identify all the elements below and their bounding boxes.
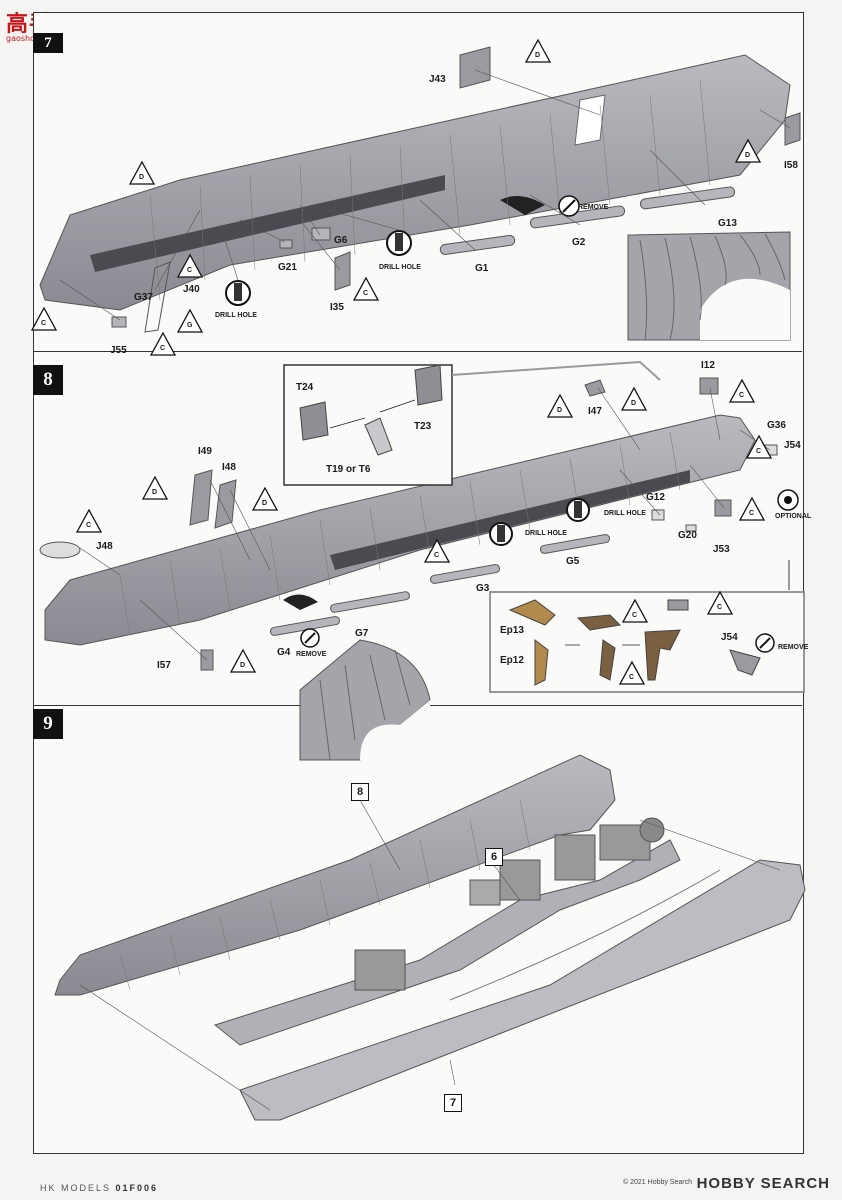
part-label-g12: G12 [646, 492, 665, 503]
part-label-t24: T24 [296, 382, 314, 393]
marker-d: D [262, 500, 268, 507]
part-label-j55: J55 [110, 345, 127, 356]
part-label-i58: I58 [784, 160, 798, 171]
marker-c: C [86, 522, 92, 529]
step-number-7: 7 [33, 33, 63, 53]
step8-leaders [79, 387, 771, 661]
step-number-8: 8 [33, 365, 63, 395]
note-optional: OPTIONAL [775, 513, 812, 520]
part-label-j43: J43 [429, 74, 446, 85]
part-label-g4: G4 [277, 647, 291, 658]
marker-d: D [631, 400, 637, 407]
step-ref-6: 6 [485, 848, 503, 866]
footer-brand: HK MODELS [40, 1183, 112, 1193]
part-label-t19-or-t6: T19 or T6 [326, 464, 371, 475]
part-label-i12: I12 [701, 360, 715, 371]
step8-sub-box [489, 560, 805, 693]
part-label-i35: I35 [330, 302, 344, 313]
note-drill-hole-2: DRILL HOLE [379, 264, 421, 271]
step-ref-7: 7 [444, 1094, 462, 1112]
step7-drill-icons [225, 195, 580, 306]
step8-drill-icons [300, 489, 799, 648]
note-remove-step8: REMOVE [296, 651, 327, 658]
part-label-j40: J40 [183, 284, 200, 295]
step9-cockpit-floor [213, 817, 681, 1046]
part-label-i48: I48 [222, 462, 236, 473]
step7-leaders [59, 69, 791, 321]
marker-c: C [187, 267, 193, 274]
watermark-sub: gaoshou.com [6, 34, 75, 43]
marker-c: C [160, 345, 166, 352]
part-label-j54-sub: J54 [721, 632, 738, 643]
marker-d: D [152, 489, 158, 496]
part-label-g3: G3 [476, 583, 490, 594]
part-label-i57: I57 [157, 660, 171, 671]
part-label-i47: I47 [588, 406, 602, 417]
marker-d: D [557, 407, 563, 414]
marker-g: G [187, 322, 193, 329]
step-number-9: 9 [33, 709, 63, 739]
step7-parts [111, 46, 801, 333]
step-ref-8: 8 [351, 783, 369, 801]
note-remove-step7: REMOVE [578, 204, 609, 211]
step8-parts [189, 377, 778, 671]
part-label-j54: J54 [784, 440, 801, 451]
marker-c: C [756, 448, 762, 455]
footer: HK MODELS 01F006 [40, 1183, 158, 1193]
marker-d: D [535, 52, 541, 59]
part-label-g7: G7 [355, 628, 369, 639]
marker-c: C [717, 604, 723, 611]
step9-lower-fuselage [239, 859, 806, 1121]
step8-detail-zoom [299, 639, 431, 761]
marker-c: C [363, 290, 369, 297]
note-remove-step8-sub: REMOVE [778, 644, 809, 651]
part-label-ep12: Ep12 [500, 655, 524, 666]
part-label-g21: G21 [278, 262, 297, 273]
part-label-g5: G5 [566, 556, 580, 567]
part-label-ep13: Ep13 [500, 625, 524, 636]
part-label-g2: G2 [572, 237, 586, 248]
part-label-i49: I49 [198, 446, 212, 457]
marker-c: C [629, 674, 635, 681]
part-label-j53: J53 [713, 544, 730, 555]
triangle-markers [30, 38, 773, 685]
marker-c: C [749, 510, 755, 517]
part-label-g1: G1 [475, 263, 489, 274]
part-label-g36: G36 [767, 420, 786, 431]
step7-detail-zoom [627, 231, 791, 341]
marker-c: C [632, 612, 638, 619]
part-label-g6: G6 [334, 235, 348, 246]
part-label-g20: G20 [678, 530, 697, 541]
marker-c: C [41, 320, 47, 327]
part-label-j48: J48 [96, 541, 113, 552]
part-label-g37: G37 [134, 292, 153, 303]
note-drill-hole-3: DRILL HOLE [525, 530, 567, 537]
marker-c: C [739, 392, 745, 399]
note-drill-hole-1: DRILL HOLE [215, 312, 257, 319]
step9-leaders [79, 799, 781, 1111]
footer-code: 01F006 [115, 1183, 159, 1193]
step7-frame-lines [149, 79, 711, 301]
credit-copyright: © 2021 Hobby Search [623, 1179, 692, 1186]
step8-fuselage [39, 414, 756, 646]
marker-d: D [139, 174, 145, 181]
marker-d: D [745, 152, 751, 159]
hobby-search-logo: HOBBY SEARCH [696, 1175, 830, 1192]
marker-d: D [240, 662, 246, 669]
note-drill-hole-4: DRILL HOLE [604, 510, 646, 517]
marker-c: C [434, 552, 440, 559]
step8-inset-box [283, 360, 661, 486]
part-label-t23: T23 [414, 421, 432, 432]
step9-upper-fuselage [54, 754, 616, 996]
divider-step8 [33, 351, 802, 352]
part-label-g13: G13 [718, 218, 737, 229]
